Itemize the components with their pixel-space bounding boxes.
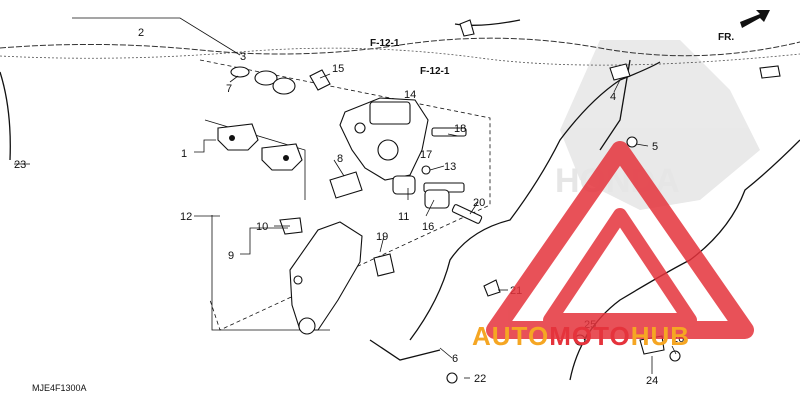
callout-14: 14 xyxy=(404,89,416,101)
callout-leaders xyxy=(14,73,677,379)
caliper-body xyxy=(339,97,429,181)
watermark-part-moto: MOTO xyxy=(549,321,631,351)
callout-19: 19 xyxy=(376,231,388,243)
front-direction-arrow-icon: FR. xyxy=(718,10,770,43)
watermark-part-hub: HUB xyxy=(631,321,690,351)
piston-seals xyxy=(230,66,296,95)
diagram-code: MJE4F1300A xyxy=(32,383,87,393)
callout-20: 20 xyxy=(473,197,485,209)
callout-4: 4 xyxy=(610,91,616,103)
callout-3: 3 xyxy=(240,51,246,63)
callout-9: 9 xyxy=(228,250,234,262)
watermark-part-auto: AUTO xyxy=(472,321,549,351)
callout-8: 8 xyxy=(337,153,343,165)
callout-13: 13 xyxy=(444,161,456,173)
callout-1: 1 xyxy=(181,148,187,160)
callout-24: 24 xyxy=(646,375,658,387)
reference-label-top: F-12-1 xyxy=(370,38,400,49)
callout-15: 15 xyxy=(332,63,344,75)
callout-7: 7 xyxy=(226,83,232,95)
direction-label: FR. xyxy=(718,32,734,43)
callout-16: 16 xyxy=(422,221,434,233)
reference-label-lower: F-12-1 xyxy=(420,66,450,77)
callout-10: 10 xyxy=(256,221,268,233)
callout-numbers: 1 2 3 4 5 6 7 8 9 10 11 12 13 14 15 16 1… xyxy=(14,27,684,387)
callout-18: 18 xyxy=(454,123,466,135)
callout-11: 11 xyxy=(398,211,409,223)
callout-22: 22 xyxy=(474,373,486,385)
callout-6: 6 xyxy=(452,353,458,365)
watermark: AUTOMOTOHUB xyxy=(472,141,754,351)
callout-23: 23 xyxy=(14,159,26,171)
callout-12: 12 xyxy=(180,211,192,223)
bolts-and-pins xyxy=(309,69,483,224)
torn-edge-band xyxy=(0,37,800,66)
caliper-bracket xyxy=(279,171,395,335)
callout-2: 2 xyxy=(138,27,144,39)
watermark-triangle-logo xyxy=(486,141,754,339)
callout-5: 5 xyxy=(652,141,658,153)
clips-and-fasteners xyxy=(446,19,781,384)
watermark-text: AUTOMOTOHUB xyxy=(472,321,690,351)
callout-17: 17 xyxy=(420,149,432,161)
brake-pads xyxy=(217,123,303,171)
